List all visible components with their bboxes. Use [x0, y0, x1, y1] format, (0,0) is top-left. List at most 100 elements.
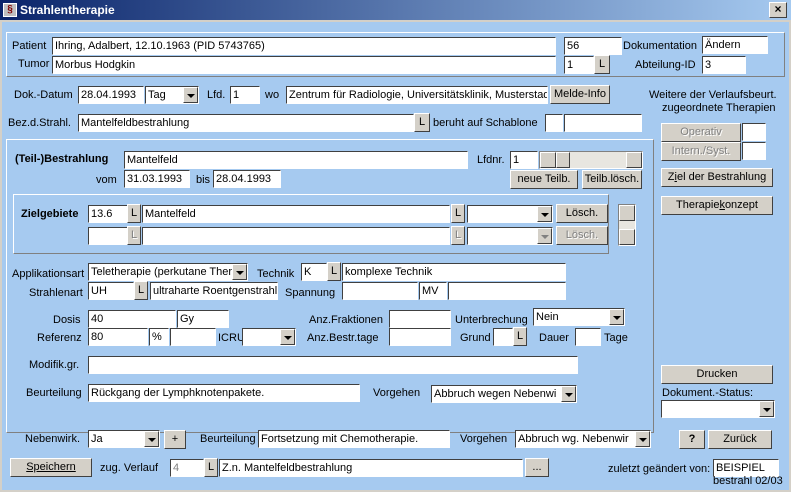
tage-label: Tage [604, 332, 628, 344]
verlauf-number-field[interactable]: 4 [170, 459, 204, 477]
drucken-button[interactable]: Drucken [661, 365, 773, 384]
spannung-unit-field[interactable]: MV [419, 282, 447, 300]
bez-field[interactable]: Mantelfeldbestrahlung [78, 114, 414, 132]
status-select[interactable] [661, 400, 775, 418]
melde-info-button[interactable]: Melde-Info [550, 85, 610, 104]
technik-field[interactable]: komplexe Technik [342, 263, 566, 281]
chevron-down-icon[interactable] [561, 386, 576, 402]
chevron-down-icon[interactable] [537, 228, 552, 244]
grund-l-button[interactable]: L [513, 327, 527, 346]
strahlenart-l-button[interactable]: L [134, 281, 148, 300]
chevron-down-icon[interactable] [183, 87, 198, 103]
modifik-field[interactable] [88, 356, 578, 374]
intern-syst-field[interactable] [742, 142, 766, 160]
zielgebiet-loesch-button-2[interactable]: Lösch. [556, 226, 608, 245]
scroll-down-icon[interactable] [619, 229, 635, 245]
scroll-up-icon[interactable] [619, 205, 635, 221]
patient-field[interactable]: Ihring, Adalbert, 12.10.1963 (PID 574376… [52, 37, 556, 55]
tumor-number-field[interactable]: 1 [564, 56, 594, 74]
operativ-button[interactable]: Operativ [661, 123, 741, 142]
zielgebiet-code-1[interactable]: 13.6 [88, 205, 128, 223]
footer-beurteilung-field[interactable]: Fortsetzung mit Chemotherapie. [258, 430, 450, 448]
verlauf-l-button[interactable]: L [204, 458, 218, 477]
chevron-down-icon[interactable] [144, 431, 159, 447]
beurteilung-field[interactable]: Rückgang der Lymphknotenpakete. [88, 384, 360, 402]
nebenwirk-add-button[interactable]: + [164, 430, 186, 449]
chevron-down-icon[interactable] [280, 329, 295, 345]
ziel-button-text-post: el der Bestrahlung [676, 171, 767, 183]
applikationsart-select[interactable]: Teletherapie (perkutane Ther [88, 263, 248, 281]
geaendert-field[interactable]: BEISPIEL [713, 459, 779, 477]
zielgebiete-scrollbar[interactable] [618, 204, 636, 246]
chevron-down-icon[interactable] [609, 309, 624, 325]
operativ-field[interactable] [742, 123, 766, 141]
help-button[interactable]: ? [679, 430, 705, 449]
zielgebiet-select-1[interactable] [467, 205, 553, 223]
wo-field[interactable]: Zentrum für Radiologie, Universitätsklin… [286, 86, 548, 104]
verlauf-field[interactable]: Z.n. Mantelfeldbestrahlung [219, 459, 523, 477]
zielgebiet-text-2[interactable] [142, 227, 450, 245]
strahlenart-field[interactable]: ultraharte Roentgenstrahlung [150, 282, 278, 300]
nebenwirk-select[interactable]: Ja [88, 430, 160, 448]
spannung-extra-field[interactable] [448, 282, 566, 300]
schablone-code-field[interactable] [545, 114, 563, 132]
vom-field[interactable]: 31.03.1993 [124, 170, 190, 188]
zielgebiet-l-button-2[interactable]: L [127, 226, 141, 245]
zielgebiet-l2-button-1[interactable]: L [451, 204, 465, 223]
close-button[interactable]: × [769, 2, 787, 18]
footer-vorgehen-select[interactable]: Abbruch wg. Nebenwir [515, 430, 651, 448]
strahlenart-code-field[interactable]: UH [88, 282, 134, 300]
referenz-extra-field[interactable] [170, 328, 216, 346]
abteilung-field[interactable]: 3 [702, 56, 746, 74]
chevron-down-icon[interactable] [635, 431, 650, 447]
intern-syst-button[interactable]: Intern./Syst. [661, 142, 741, 161]
schablone-field[interactable] [564, 114, 642, 132]
teilbestrahlung-scrollbar[interactable] [539, 151, 643, 169]
bestr-tage-field[interactable] [389, 328, 451, 346]
lfd-field[interactable]: 1 [230, 86, 260, 104]
tumor-l-button[interactable]: L [594, 55, 610, 74]
bis-field[interactable]: 28.04.1993 [213, 170, 281, 188]
grund-field[interactable] [493, 328, 513, 346]
teilbestrahlung-field[interactable]: Mantelfeld [124, 151, 468, 169]
zielgebiet-text-1[interactable]: Mantelfeld [142, 205, 450, 223]
technik-code-field[interactable]: K [301, 263, 327, 281]
lfdnr-field[interactable]: 1 [510, 151, 538, 169]
zielgebiet-loesch-button-1[interactable]: Lösch. [556, 204, 608, 223]
spannung-field[interactable] [342, 282, 418, 300]
zielgebiet-l2-button-2[interactable]: L [451, 226, 465, 245]
chevron-down-icon[interactable] [537, 206, 552, 222]
therapiekonzept-button[interactable]: Therapiekonzept [661, 196, 773, 215]
scroll-thumb[interactable] [556, 152, 570, 168]
referenz-field[interactable]: 80 [88, 328, 148, 346]
patient-number-field[interactable]: 56 [564, 37, 622, 55]
zielgebiet-l-button-1[interactable]: L [127, 204, 141, 223]
scroll-left-icon[interactable] [540, 152, 556, 168]
dosis-field[interactable]: 40 [88, 310, 176, 328]
chevron-down-icon[interactable] [232, 264, 247, 280]
scroll-right-icon[interactable] [626, 152, 642, 168]
referenz-unit-field[interactable]: % [149, 328, 169, 346]
ziel-der-bestrahlung-button[interactable]: Ziel der Bestrahlung [661, 168, 773, 187]
title-bar[interactable]: § Strahlentherapie × [0, 0, 791, 20]
fraktionen-field[interactable] [389, 310, 451, 328]
vorgehen-select[interactable]: Abbruch wegen Nebenwi [431, 385, 577, 403]
unit-select[interactable]: Tag [145, 86, 199, 104]
teilb-loesch-button[interactable]: Teilb.lösch. [582, 170, 642, 189]
dok-datum-field[interactable]: 28.04.1993 [78, 86, 144, 104]
zielgebiet-code-2[interactable] [88, 227, 128, 245]
dosis-unit-field[interactable]: Gy [177, 310, 229, 328]
icru-select[interactable] [242, 328, 296, 346]
verlauf-ellipsis-button[interactable]: ... [525, 458, 549, 477]
zurueck-button[interactable]: Zurück [708, 430, 772, 449]
bez-l-button[interactable]: L [414, 113, 430, 132]
dauer-field[interactable] [575, 328, 601, 346]
tumor-field[interactable]: Morbus Hodgkin [52, 56, 556, 74]
unterbrechung-select[interactable]: Nein [533, 308, 625, 326]
chevron-down-icon[interactable] [759, 401, 774, 417]
dokumentation-field[interactable]: Ändern [702, 36, 768, 54]
neue-teilb-button[interactable]: neue Teilb. [510, 170, 578, 189]
speichern-button[interactable]: Speichern [10, 458, 92, 477]
technik-l-button[interactable]: L [327, 262, 341, 281]
zielgebiet-select-2[interactable] [467, 227, 553, 245]
